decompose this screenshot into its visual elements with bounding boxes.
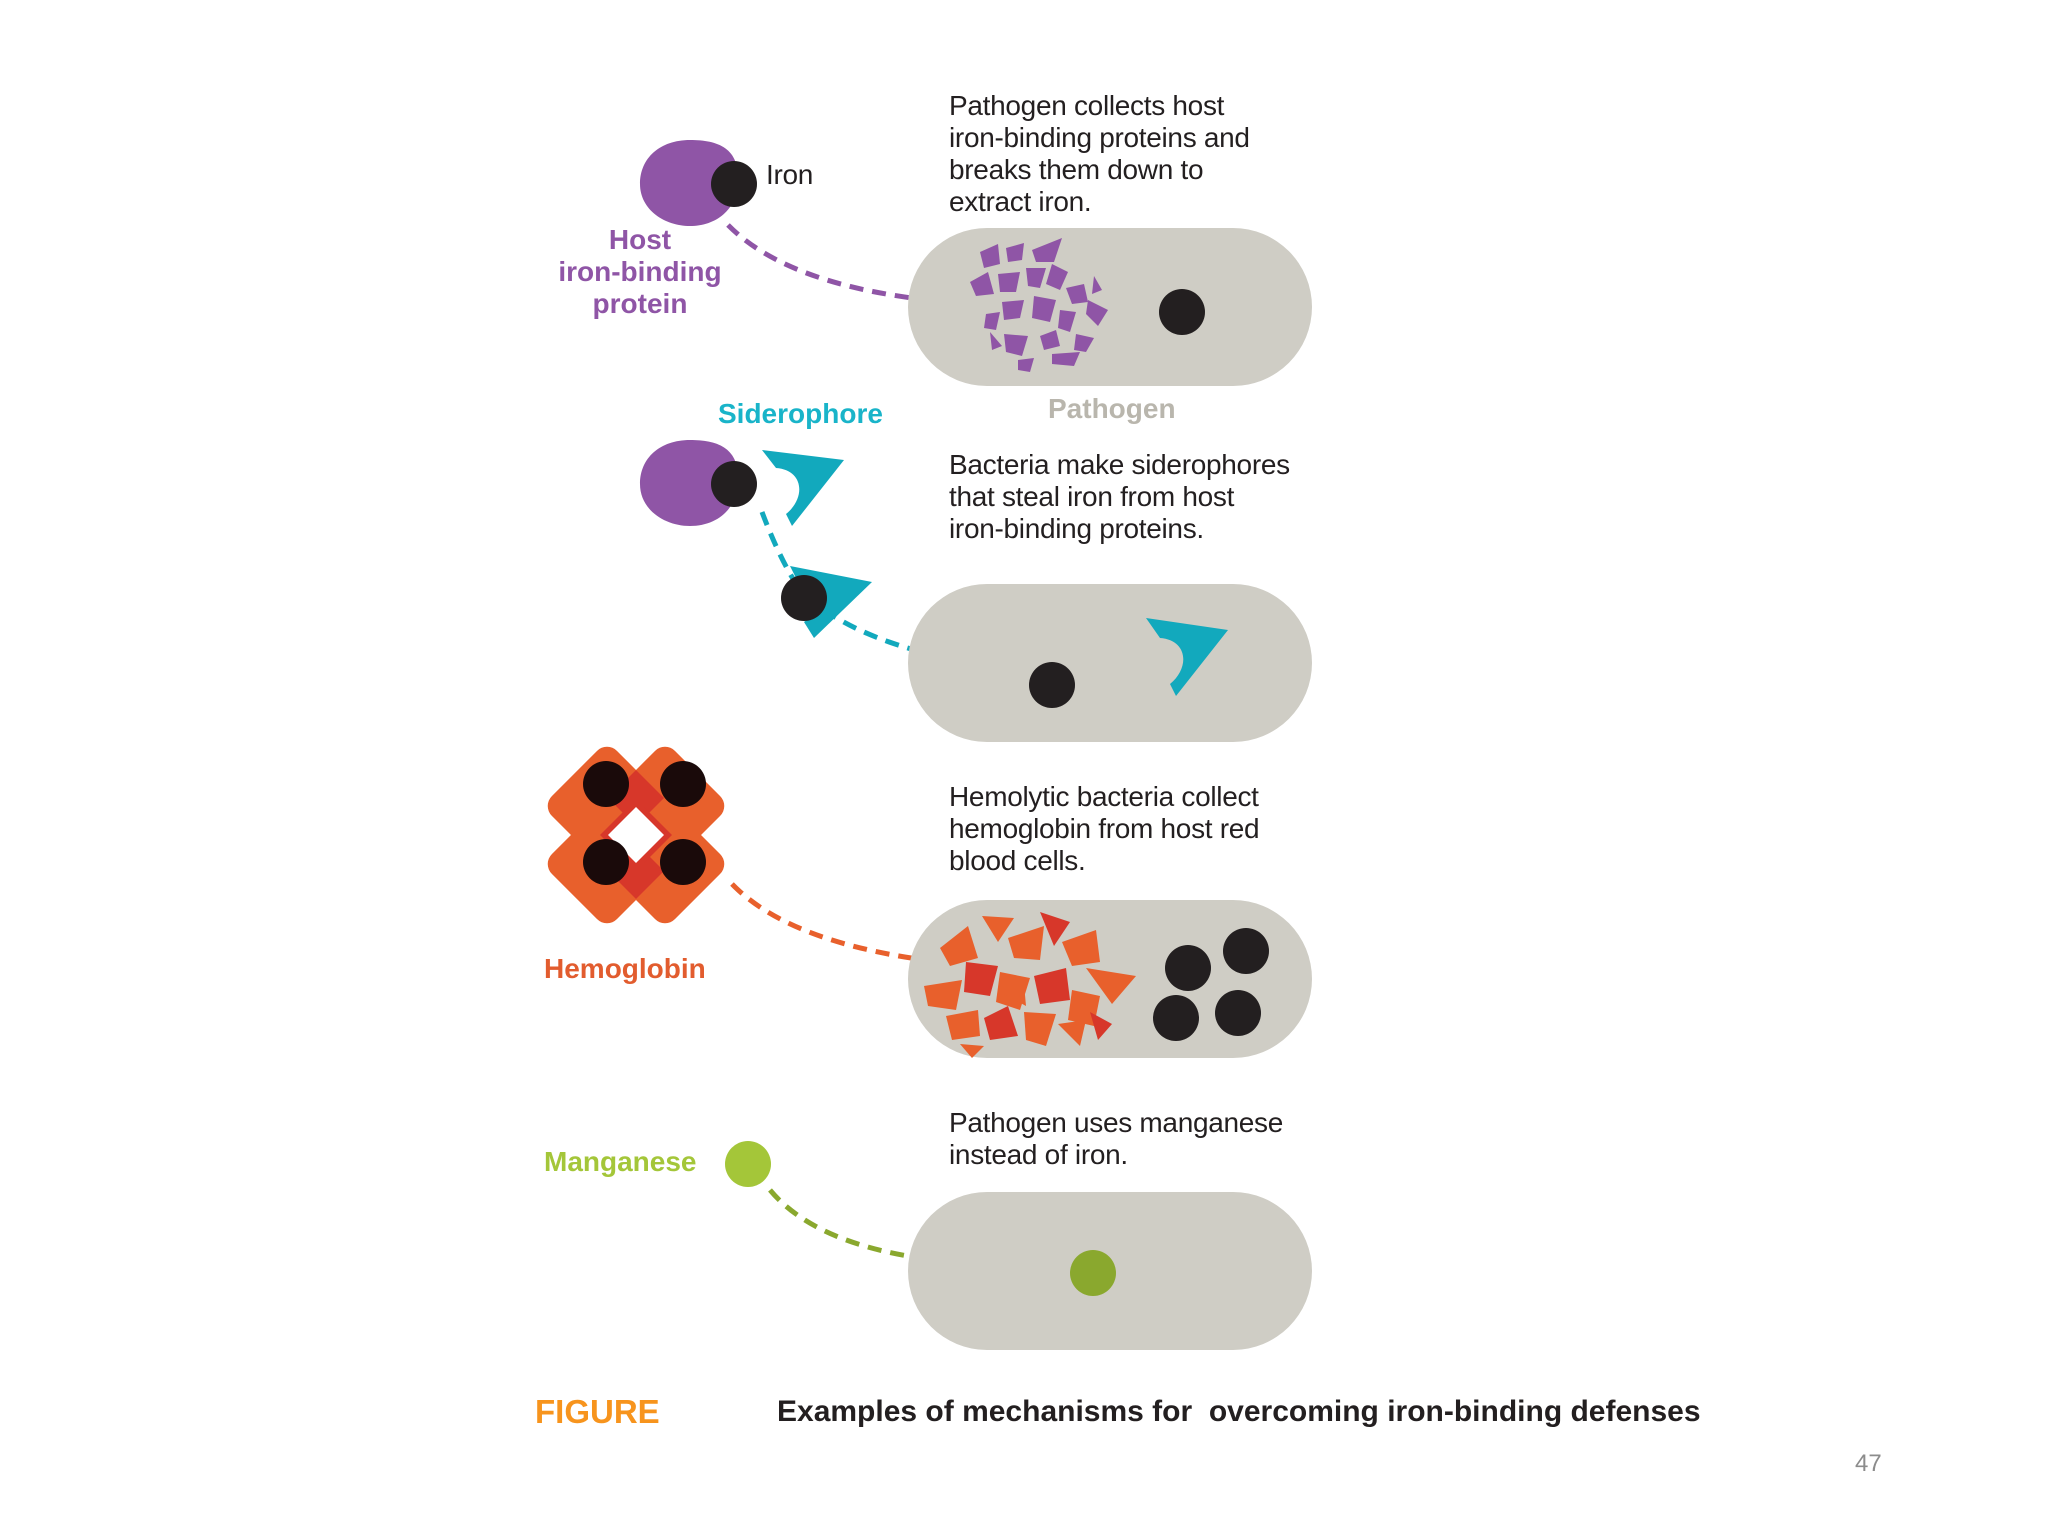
- extracted-iron: [1223, 928, 1269, 974]
- siderophore-shape: [762, 450, 844, 526]
- protein-fragments: [970, 238, 1108, 372]
- manganese-in-cell: [1070, 1250, 1116, 1296]
- panel-3-description: Hemolytic bacteria collect hemoglobin fr…: [949, 781, 1260, 876]
- iron-atom: [711, 461, 757, 507]
- transfer-arrow-orange: [730, 882, 945, 973]
- panel-1-description: Pathogen collects host iron-binding prot…: [949, 90, 1250, 217]
- siderophore-in-cell: [1146, 618, 1228, 696]
- heme-iron: [660, 761, 706, 807]
- panel-siderophore: [640, 440, 1312, 742]
- hemoglobin-molecule: [547, 746, 725, 924]
- heme-iron: [660, 839, 706, 885]
- host-iron-binding-protein-shape: [640, 440, 739, 526]
- hemoglobin-fragments: [924, 912, 1136, 1058]
- extracted-iron: [1159, 289, 1205, 335]
- panel-4-description: Pathogen uses manganese instead of iron.: [949, 1107, 1284, 1170]
- transfer-arrow-purple: [726, 223, 953, 313]
- iron-atom: [711, 161, 757, 207]
- page-number: 47: [1855, 1450, 1882, 1477]
- iron-label: Iron: [766, 159, 814, 190]
- panel-host-protein: [640, 140, 1312, 386]
- figure-caption: Examples of mechanisms for overcoming ir…: [777, 1395, 1701, 1428]
- heme-iron: [583, 839, 629, 885]
- extracted-iron: [1153, 995, 1199, 1041]
- heme-iron: [583, 761, 629, 807]
- iron-atom-bound: [781, 575, 827, 621]
- pathogen-cell: [908, 584, 1312, 742]
- panel-hemoglobin: [547, 746, 1312, 1058]
- figure-label: FIGURE: [535, 1393, 660, 1430]
- extracted-iron: [1165, 945, 1211, 991]
- siderophore-label: Siderophore: [718, 398, 883, 429]
- manganese-atom: [725, 1141, 771, 1187]
- released-iron: [1029, 662, 1075, 708]
- host-protein-label: Host iron-binding protein: [558, 224, 722, 319]
- panel-2-description: Bacteria make siderophores that steal ir…: [949, 449, 1290, 544]
- host-iron-binding-protein-shape: [640, 140, 739, 226]
- pathogen-cell: [908, 228, 1312, 386]
- manganese-label: Manganese: [544, 1146, 697, 1177]
- pathogen-label: Pathogen: [1048, 393, 1176, 424]
- transfer-arrow-teal-2: [822, 607, 1001, 676]
- panel-manganese: [725, 1141, 1312, 1350]
- hemoglobin-label: Hemoglobin: [544, 953, 706, 984]
- extracted-iron: [1215, 990, 1261, 1036]
